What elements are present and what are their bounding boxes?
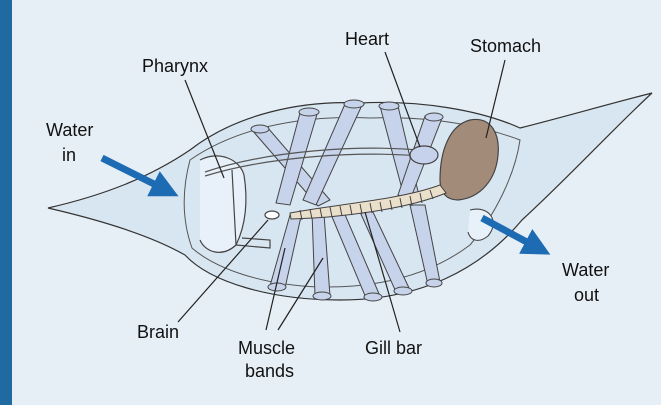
label-water-in-1: Water [46, 120, 93, 140]
heart-shape [410, 146, 438, 164]
label-muscle-bands-2: bands [245, 361, 294, 381]
brain-shape [265, 211, 279, 219]
label-pharynx: Pharynx [142, 56, 208, 76]
label-water-out-1: Water [562, 260, 609, 280]
label-heart: Heart [345, 29, 389, 49]
label-gill-bar: Gill bar [365, 338, 422, 358]
label-water-in-2: in [62, 145, 76, 165]
label-brain: Brain [137, 322, 179, 342]
label-water-out-2: out [574, 285, 599, 305]
label-stomach: Stomach [470, 36, 541, 56]
label-muscle-bands-1: Muscle [238, 338, 295, 358]
